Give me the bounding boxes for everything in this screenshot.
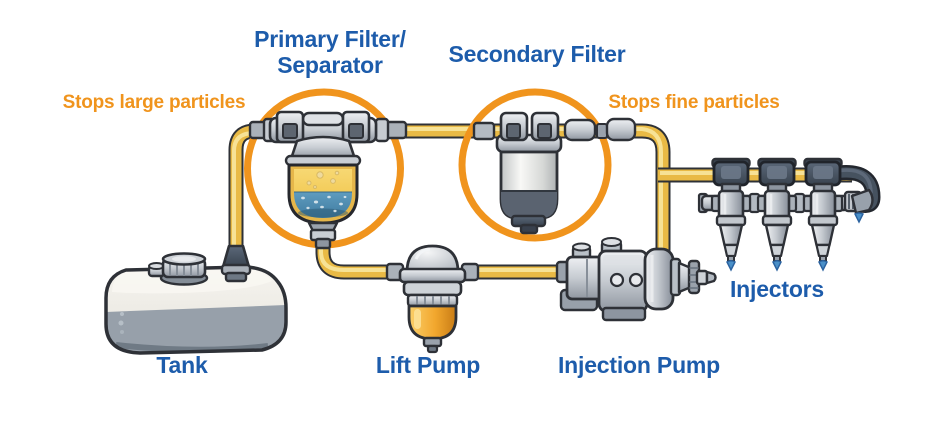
secondary-filter-label: Secondary Filter — [448, 41, 626, 67]
primary-filter-label-line2: Separator — [277, 52, 383, 78]
injector-flange — [715, 214, 747, 227]
pump-top-cylinder-cap — [572, 242, 591, 252]
injector-body — [763, 189, 791, 220]
inline-fitting — [563, 118, 597, 142]
fuel-bubbles — [306, 170, 340, 189]
injection-pump-graphic — [555, 237, 717, 322]
water-specks — [301, 195, 347, 213]
hose-end-fitting — [850, 188, 874, 215]
lift-pump-label: Lift Pump — [375, 352, 481, 378]
inline-sleeve — [596, 123, 608, 139]
pump-shaft — [695, 269, 709, 286]
secondary-filter-canister-band — [501, 191, 557, 218]
tank-bottom-shade — [115, 342, 269, 353]
injector-flange — [761, 214, 793, 227]
tank-rivet — [120, 330, 124, 334]
primary-filter-head-ridge — [301, 111, 345, 127]
secondary-filter-graphic — [472, 111, 637, 235]
secondary-filter-clamp — [530, 111, 560, 142]
pump-foot — [601, 306, 647, 322]
highlight-circle-secondary-filter — [458, 88, 612, 242]
fuel-drip — [772, 260, 782, 272]
tank-label: Tank — [156, 352, 208, 378]
lift-pump-tip — [426, 344, 439, 354]
pump-port-screw — [628, 272, 644, 288]
secondary-filter-clamp — [499, 111, 529, 142]
primary-filter-clamp — [275, 110, 305, 144]
tank-outline — [104, 265, 288, 355]
injectors-graphic — [697, 157, 881, 272]
primary-filter-clamp — [341, 110, 371, 144]
injector-body — [809, 189, 837, 220]
injector-tip — [769, 243, 785, 258]
pump-top-cylinder-cap — [601, 237, 622, 247]
pipe-primary-filter-to-lift-pump — [315, 235, 400, 280]
pipe-lift-pump-to-injection-pump — [468, 264, 566, 280]
dome-highlight — [414, 247, 431, 260]
stops-fine-particles-label: Stops fine particles — [608, 92, 780, 113]
injector-cone — [810, 223, 836, 247]
canister-highlight — [414, 309, 421, 329]
return-hose-graphic — [830, 165, 881, 224]
injector — [756, 157, 798, 272]
fuel-drip — [853, 212, 865, 224]
injector-cone — [764, 223, 790, 247]
primary-filter-label-line1: Primary Filter/ — [254, 26, 406, 52]
pump-drum — [643, 247, 675, 311]
tank-filler-cap — [159, 252, 209, 286]
tank-lower-band — [106, 305, 286, 353]
pipe-secondary-filter-to-injection-pump — [556, 123, 671, 252]
collar-ribs — [416, 296, 450, 305]
injector — [802, 157, 844, 272]
injector-tip — [723, 243, 739, 258]
lift-pump-flange — [398, 267, 467, 284]
nut-ribs — [689, 267, 699, 289]
injector-tip — [815, 243, 831, 258]
lift-pump-clamp-ring — [402, 280, 463, 297]
inline-fitting — [605, 117, 637, 142]
fuel-drip — [726, 260, 736, 272]
pump-port-screw — [609, 272, 625, 288]
primary-filter-drain-fitting — [307, 221, 339, 250]
pump-shaft-tip — [705, 270, 717, 285]
injector-cone — [718, 223, 744, 247]
lift-pump-graphic — [385, 244, 480, 354]
fuel-drip — [818, 260, 828, 272]
secondary-filter-inlet-sleeve — [472, 121, 496, 141]
bowl-bottom-shadow — [298, 208, 348, 218]
lift-pump-nub — [422, 336, 443, 348]
tank-outlet-fitting — [220, 244, 252, 283]
primary-filter-right-nut — [374, 117, 390, 143]
pipe-primary-to-secondary-filter — [392, 123, 520, 139]
injector-flange — [807, 214, 839, 227]
hose-highlight — [838, 168, 873, 194]
secondary-filter-nub — [519, 223, 539, 235]
pump-top-plate — [603, 255, 643, 265]
injection-pump-label: Injection Pump — [557, 352, 721, 378]
tank-rivet — [120, 312, 124, 316]
primary-filter-cap — [289, 135, 357, 161]
tank-rivet — [118, 320, 124, 326]
injector — [710, 157, 752, 272]
tank-graphic — [104, 244, 288, 355]
stops-large-particles-label: Stops large particles — [62, 92, 246, 113]
injectors-label: Injectors — [729, 276, 825, 302]
primary-filter-label: Primary Filter/ Separator — [254, 26, 406, 78]
primary-filter-graphic — [248, 110, 408, 250]
injector-body — [717, 189, 745, 220]
